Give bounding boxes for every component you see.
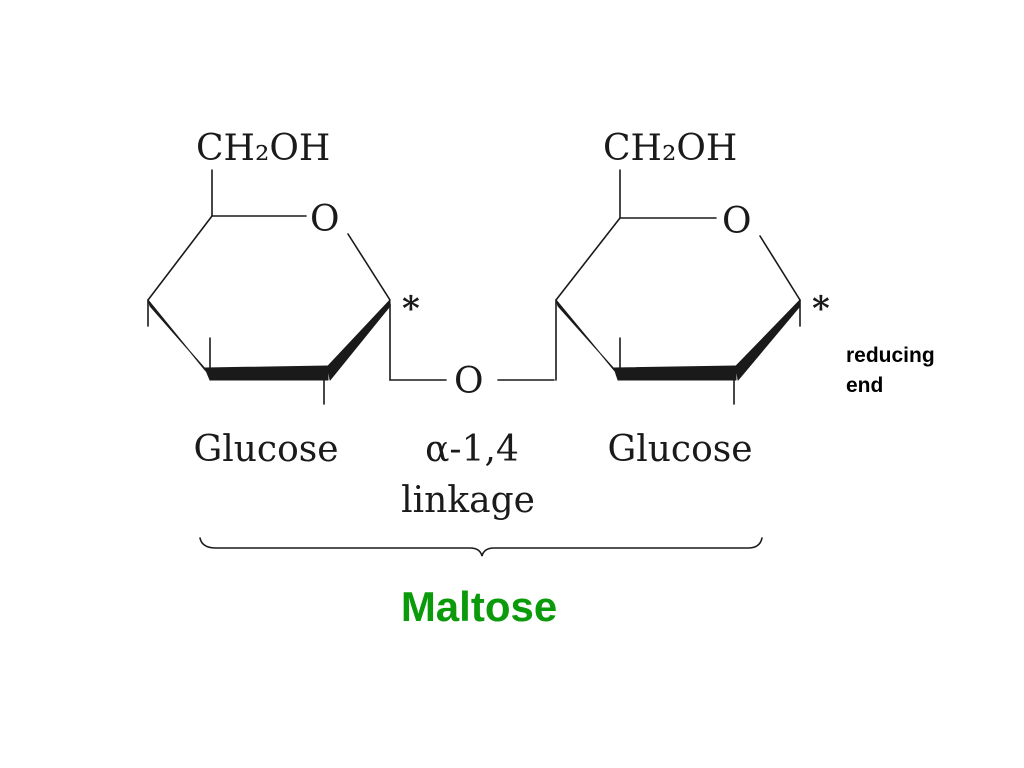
- maltose-brace: [199, 537, 763, 557]
- right-c2-c1-wedge: [735, 299, 801, 381]
- linkage-name-line2: linkage: [401, 480, 535, 521]
- reducing-end-line1: reducing: [846, 344, 935, 367]
- left-c2-c1-wedge: [327, 299, 391, 381]
- right-glucose-name: Glucose: [607, 429, 752, 470]
- linkage-name-line1: α-1,4: [425, 429, 519, 470]
- glycosidic-linkage: O: [389, 361, 555, 402]
- right-glucose-ring: CH₂OH O *: [555, 128, 830, 405]
- reducing-end-line2: end: [846, 374, 883, 397]
- right-anomeric-mark: *: [812, 289, 830, 329]
- right-o-c1-bond: [759, 235, 801, 301]
- left-ch2oh-label: CH₂OH: [196, 128, 330, 169]
- linkage-oxygen: O: [454, 361, 484, 402]
- left-glucose-ring: CH₂OH O *: [147, 128, 420, 405]
- right-ring-oxygen: O: [722, 201, 752, 242]
- left-ring-oxygen: O: [310, 199, 340, 240]
- right-c3-c2-bond: [613, 365, 737, 381]
- left-glucose-name: Glucose: [193, 429, 338, 470]
- right-c5-c4-bond: [555, 217, 621, 301]
- reducing-end-label: reducing end: [846, 344, 935, 397]
- right-ch2oh-label: CH₂OH: [603, 128, 737, 169]
- left-o-c1-bond: [347, 233, 391, 301]
- maltose-title: Maltose: [401, 583, 557, 630]
- left-anomeric-mark: *: [402, 289, 420, 329]
- left-c5-c4-bond: [147, 215, 213, 301]
- left-c3-c2-bond: [204, 365, 329, 381]
